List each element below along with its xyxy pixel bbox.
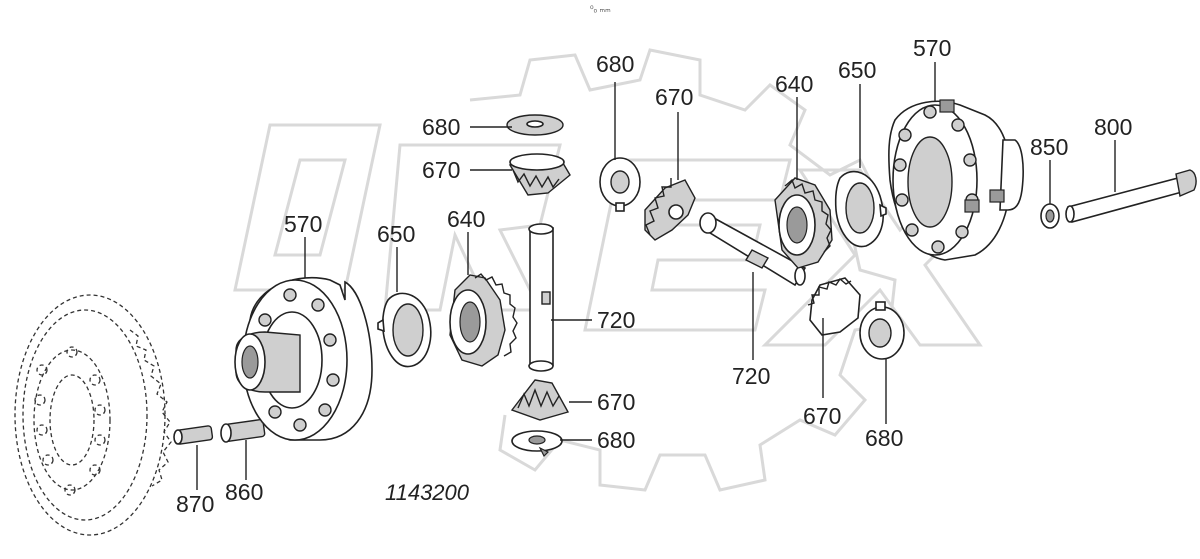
callout-670-right-top: 670 [655, 84, 693, 110]
top-mark: ⁰ₒ ₘₘ [590, 4, 611, 14]
washer-right-top [599, 157, 641, 212]
side-gear-left [449, 273, 518, 367]
watermark-gear [469, 48, 897, 492]
callout-570-left: 570 [284, 211, 322, 237]
callout-670-right-bottom: 670 [803, 403, 841, 429]
callout-720-center: 720 [597, 307, 635, 333]
callout-640-right: 640 [775, 71, 813, 97]
thrust-washer-left [377, 292, 432, 368]
pinion-shaft-diagonal [699, 212, 807, 287]
callout-720-diagonal: 720 [732, 363, 770, 389]
callout-670-center-top: 670 [422, 157, 460, 183]
callout-680-right-bottom: 680 [865, 425, 903, 451]
watermark-letter-x [761, 168, 1024, 347]
pinion-gear-center-bottom [510, 379, 570, 421]
pinion-shaft-center [528, 223, 554, 372]
callout-800: 800 [1094, 114, 1132, 140]
bolt-800 [1065, 169, 1197, 223]
case-half-right [888, 99, 1024, 261]
washer-center-top [506, 114, 564, 136]
thrust-washer-right [834, 170, 887, 248]
washer-center-bottom [511, 430, 563, 458]
callout-680-center-top: 680 [422, 114, 460, 140]
pin-860 [220, 418, 266, 443]
washer-right-bottom [859, 301, 905, 360]
callout-680-center-bottom: 680 [597, 427, 635, 453]
ring-gear [14, 294, 172, 536]
pinion-gear-right-bottom [807, 277, 861, 336]
watermark-letter-o [233, 123, 382, 292]
callout-650-right: 650 [838, 57, 876, 83]
pin-870 [173, 425, 214, 445]
drawing-number: 1143200 [385, 480, 470, 505]
callout-670-center-bottom: 670 [597, 389, 635, 415]
pinion-gear-right-top [644, 178, 696, 241]
callout-640-left: 640 [447, 206, 485, 232]
callout-570-right: 570 [913, 35, 951, 61]
callout-650-left: 650 [377, 221, 415, 247]
callout-680-right-top: 680 [596, 51, 634, 77]
callout-860: 860 [225, 479, 263, 505]
callout-850: 850 [1030, 134, 1068, 160]
callout-labels: 680 670 680 670 640 650 570 850 800 570 … [176, 35, 1132, 517]
side-gear-right [774, 177, 833, 269]
pinion-gear-center-top [508, 153, 571, 196]
callout-870: 870 [176, 491, 214, 517]
leader-lines [196, 62, 1116, 490]
case-half-left [234, 276, 373, 441]
washer-850 [1040, 203, 1060, 229]
